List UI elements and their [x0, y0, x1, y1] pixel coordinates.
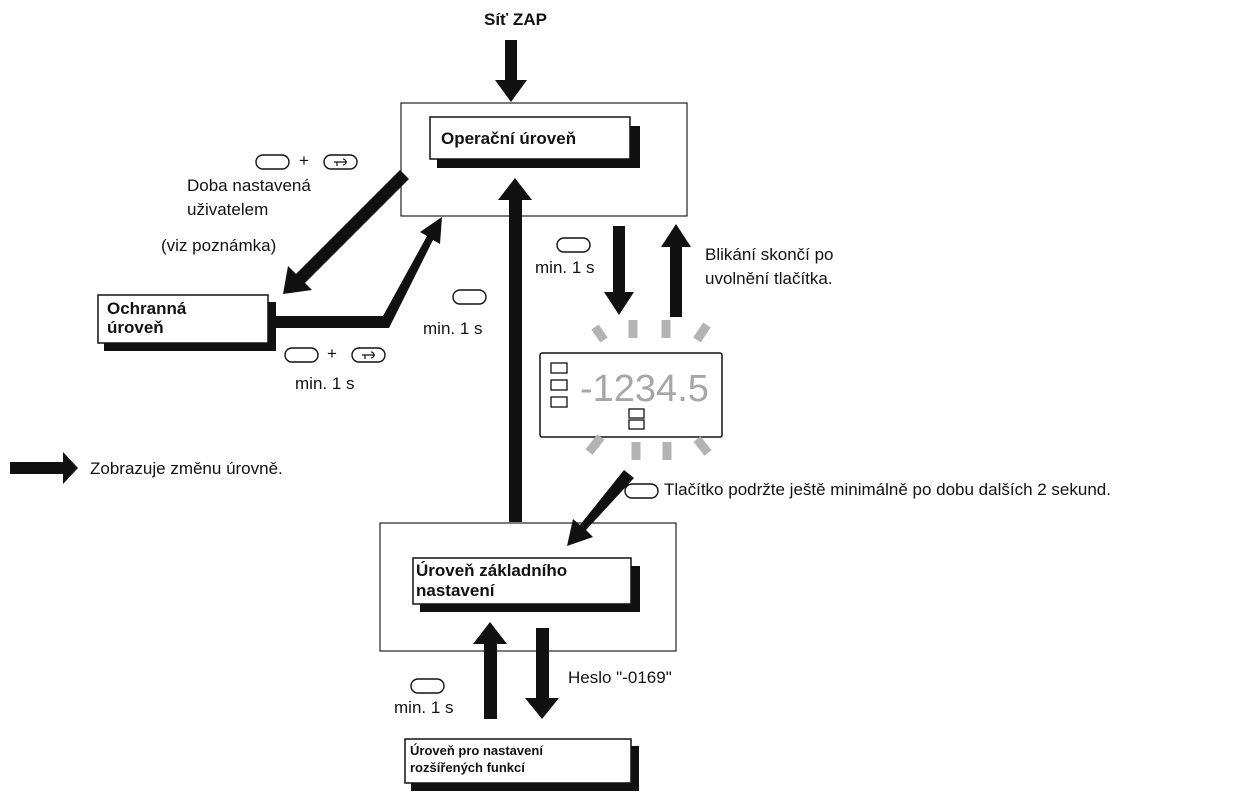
legend-label: Zobrazuje změnu úrovně. [90, 459, 283, 478]
mode-key-icon [255, 154, 290, 170]
protection-level-label-line1: Ochranná [107, 299, 187, 318]
min-1s-display: min. 1 s [535, 258, 595, 277]
level-key-symbol-icon [362, 351, 375, 359]
level-key-symbol-icon [334, 158, 347, 166]
display-panel [539, 352, 723, 438]
initial-setting-level-box [412, 557, 632, 605]
mode-key-icon [624, 483, 659, 499]
arrow-initial-to-advanced [525, 628, 559, 719]
hold-2s-instruction: Tlačítko podržte ještě minimálně po dobu… [664, 480, 1111, 499]
arrow-protection-to-operation [276, 217, 442, 328]
key-icons [255, 154, 659, 694]
advanced-level-label-line1: Úroveň pro nastavení [410, 743, 543, 758]
display-value: -1234.5 [580, 368, 709, 410]
arrow-operation-to-display [604, 226, 634, 315]
operation-level-box [429, 116, 631, 160]
power-on-label: Síť ZAP [484, 10, 547, 29]
mode-key-icon [284, 347, 319, 363]
mode-key-icon [452, 289, 487, 305]
advanced-level-box [404, 738, 632, 784]
display-indicator-4 [628, 408, 645, 419]
level-key-symbols [334, 158, 375, 359]
password-label: Heslo "-0169" [568, 668, 672, 687]
arrow-display-to-operation [661, 224, 691, 317]
plus-sign: + [299, 151, 309, 170]
arrow-display-to-initial [567, 470, 634, 546]
flash-rays [585, 320, 712, 460]
user-set-time-line1: Doba nastavená [187, 176, 311, 195]
mode-key-icon [410, 678, 445, 694]
plus-sign: + [327, 344, 337, 363]
operation-level-label: Operační úroveň [441, 129, 577, 148]
mode-key-icon [556, 237, 591, 253]
min-1s-protection: min. 1 s [423, 319, 483, 338]
flash-stop-line1: Blikání skončí po [705, 245, 834, 264]
user-set-time-line2: uživatelem [187, 200, 269, 219]
initial-setting-level-frame [379, 522, 677, 652]
display-indicator-1 [550, 362, 568, 374]
arrow-operation-to-protection [283, 170, 409, 294]
initial-setting-level-label-line1: Úroveň základního [416, 561, 568, 580]
operation-level-frame [400, 102, 688, 217]
legend-arrow-icon [10, 452, 78, 484]
see-note-label: (viz poznámka) [161, 236, 277, 255]
display-indicator-2 [550, 379, 568, 391]
display-indicator-5 [628, 419, 645, 430]
flash-stop-line2: uvolnění tlačítka. [705, 269, 833, 288]
display-indicator-3 [550, 396, 568, 408]
arrow-power-on [495, 40, 527, 102]
initial-setting-level-label-line2: nastavení [416, 581, 495, 600]
min-1s-advanced: min. 1 s [394, 698, 454, 717]
protection-level-label-line2: úroveň [107, 318, 164, 337]
transition-arrows [10, 40, 691, 719]
advanced-level-label-line2: rozšířených funkcí [410, 760, 525, 775]
arrow-advanced-to-initial [473, 622, 507, 719]
arrow-initial-to-operation [498, 178, 532, 522]
min-1s-operation-return: min. 1 s [295, 374, 355, 393]
protection-level-box [97, 294, 269, 344]
